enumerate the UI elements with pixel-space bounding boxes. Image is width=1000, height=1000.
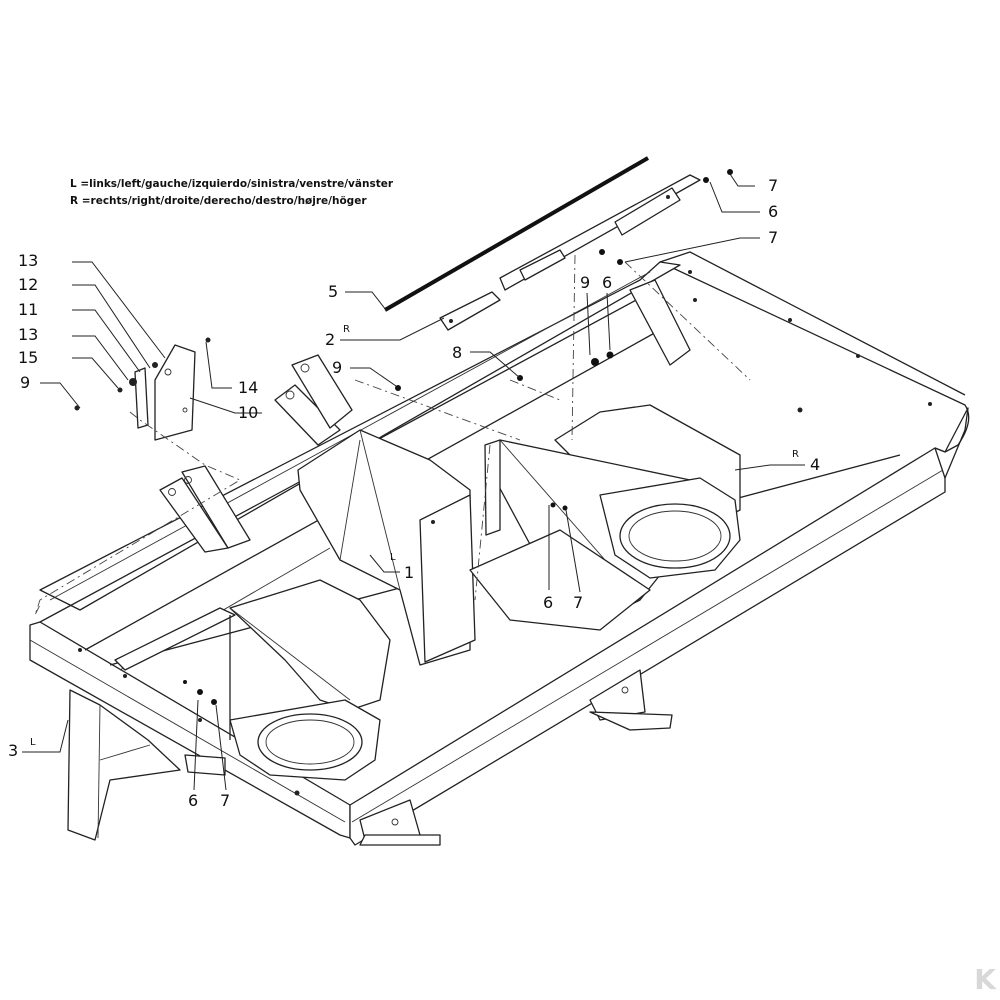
callout-5: 5 (328, 282, 339, 301)
side-mark-3: L (30, 737, 36, 748)
side-mark-1: L (390, 552, 396, 563)
front-foot (359, 799, 441, 846)
assembly-lines (34, 254, 751, 616)
side-mark-2: R (343, 324, 350, 335)
callout-6: 6 (768, 202, 779, 221)
callout-6: 6 (602, 273, 613, 292)
callout-9: 9 (580, 273, 591, 292)
callout-13: 13 (18, 325, 39, 344)
callout-7: 7 (573, 593, 584, 612)
callout-9: 9 (20, 373, 31, 392)
legend-left: L =links/left/gauche/izquierdo/sinistra/… (70, 178, 394, 190)
side-mark-4: R (792, 449, 799, 460)
callout-15: 15 (18, 348, 39, 367)
main-frame (29, 251, 970, 846)
leader-lines (22, 173, 805, 791)
callout-3: 3 (8, 741, 19, 760)
callout-7: 7 (768, 228, 779, 247)
callout-8: 8 (452, 343, 463, 362)
callout-6: 6 (543, 593, 554, 612)
left-fan-housing (114, 579, 391, 781)
callout-10: 10 (238, 403, 259, 422)
callout-7: 7 (220, 791, 231, 810)
callout-9: 9 (332, 358, 343, 377)
callout-11: 11 (18, 300, 39, 319)
callout-7: 7 (768, 176, 779, 195)
callout-6: 6 (188, 791, 199, 810)
callout-13: 13 (18, 251, 39, 270)
watermark-logo: K (974, 963, 996, 996)
center-foot (184, 754, 226, 776)
back-brackets (159, 465, 251, 553)
callout-2: 2 (325, 330, 336, 349)
right-housing (469, 279, 741, 631)
callout-14: 14 (238, 378, 259, 397)
left-leg (67, 689, 181, 841)
callout-4: 4 (810, 455, 821, 474)
legend-right: R =rechts/right/droite/derecho/destro/hø… (70, 195, 367, 207)
callout-12: 12 (18, 275, 39, 294)
hardware-dots (183, 169, 733, 705)
side-bracket (74, 337, 211, 441)
callout-1: 1 (404, 563, 415, 582)
left-housing (274, 354, 476, 666)
top-strip (383, 156, 701, 331)
right-foot (589, 669, 673, 731)
